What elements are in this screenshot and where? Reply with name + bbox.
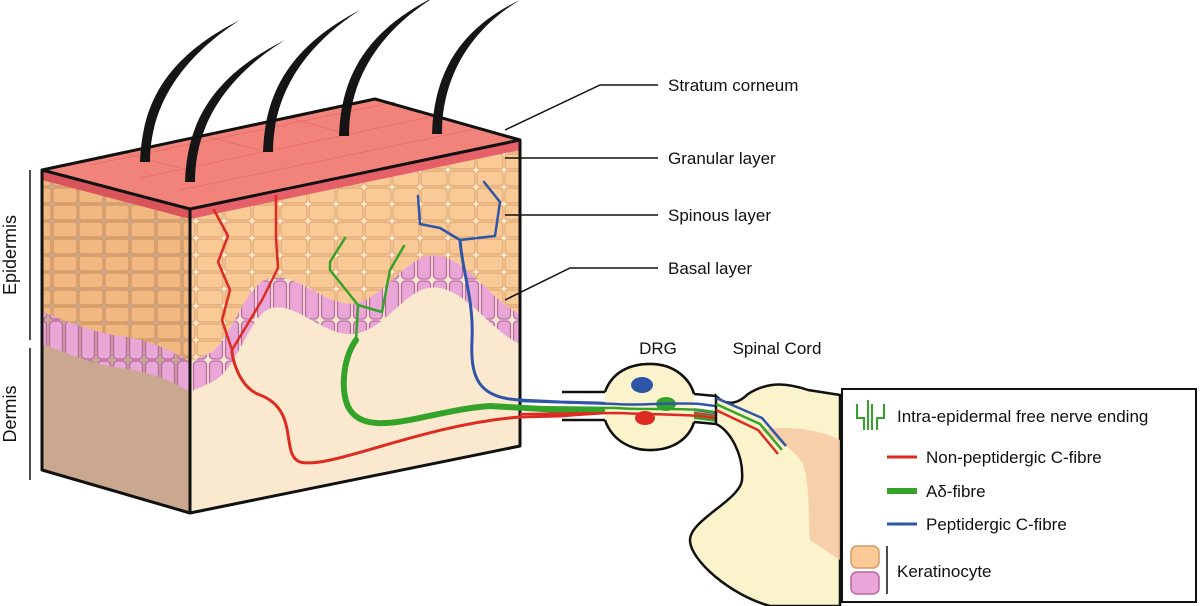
drg-structure <box>519 362 761 452</box>
legend-free-nerve-ending-icon <box>856 400 885 430</box>
a-delta-ending-left <box>328 236 360 342</box>
stratum-corneum-top <box>42 99 520 209</box>
pointer-stratum-corneum <box>504 84 658 131</box>
legend-keratinocyte-label: Keratinocyte <box>897 562 992 581</box>
legend-a-delta-label: Aδ-fibre <box>926 482 986 501</box>
legend: Intra-epidermal free nerve ending Non-pe… <box>841 388 1197 603</box>
spinal-cord <box>688 383 842 606</box>
granular-spinous-side <box>42 170 190 362</box>
skin-block <box>40 0 522 515</box>
drg-body <box>605 364 694 450</box>
peptidergic-ending-right <box>458 180 502 242</box>
dorsal-horn <box>760 428 840 560</box>
legend-peptidergic-label: Peptidergic C-fibre <box>926 515 1067 534</box>
hair-5 <box>432 0 520 134</box>
dermis-label: Dermis <box>0 386 20 443</box>
peptidergic-ending-left <box>416 194 462 242</box>
legend-non-peptidergic-label: Non-peptidergic C-fibre <box>926 448 1102 467</box>
non-peptidergic-ending-left <box>212 208 234 352</box>
a-delta-ending-right <box>356 244 406 314</box>
non-peptidergic-ending-right <box>230 194 280 352</box>
drg-cell-peptidergic <box>631 377 653 393</box>
hair-2 <box>185 40 285 182</box>
basal-layer-label: Basal layer <box>668 259 752 278</box>
stratum-corneum-side <box>42 170 190 219</box>
hair-3 <box>263 10 360 152</box>
stratum-corneum-front <box>190 140 520 219</box>
drg-label: DRG <box>639 339 677 358</box>
epidermis-label: Epidermis <box>0 215 20 295</box>
pointer-lines <box>504 84 658 301</box>
legend-box <box>841 388 1197 603</box>
hair-4 <box>339 0 430 136</box>
legend-basal-keratinocyte-swatch <box>850 571 880 595</box>
skin-block-outline <box>40 97 522 515</box>
granular-layer-label: Granular layer <box>668 149 776 168</box>
stratum-corneum-label: Stratum corneum <box>668 76 798 95</box>
basal-layer-front <box>190 255 520 392</box>
spinal-cord-label: Spinal Cord <box>733 339 822 358</box>
legend-granular-keratinocyte-swatch <box>850 545 880 569</box>
spinous-layer-label: Spinous layer <box>668 206 771 225</box>
pointer-basal <box>504 267 658 301</box>
legend-free-nerve-ending-label: Intra-epidermal free nerve ending <box>897 407 1148 426</box>
basal-layer-side <box>42 312 190 392</box>
